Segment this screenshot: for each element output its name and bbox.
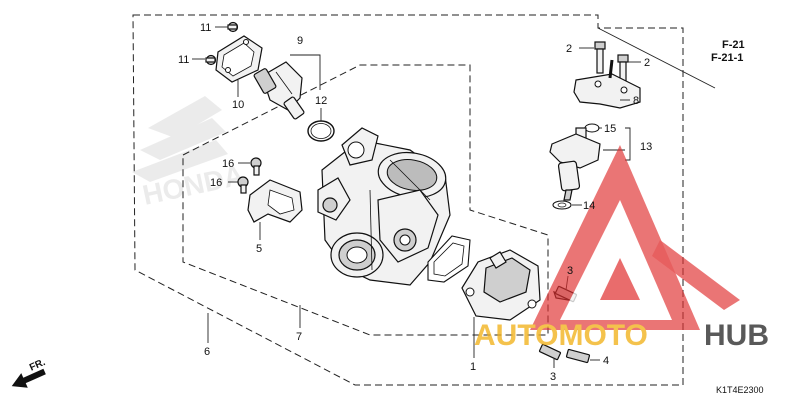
callout-15: 15 (604, 123, 616, 135)
callout-1: 1 (470, 361, 476, 373)
callout-7: 7 (296, 331, 302, 343)
watermark-triangle-inner (560, 200, 672, 320)
background-brand-logo: HONDA (132, 96, 247, 211)
callout-11b: 11 (178, 54, 189, 66)
arrow-icon (11, 368, 46, 388)
watermark-text-part2: HUB (704, 319, 769, 352)
callout-11a: 11 (200, 22, 211, 34)
ref-label-f21-1: F-21-1 (711, 52, 743, 64)
throttle-body (317, 127, 451, 286)
o-ring-12 (307, 108, 335, 142)
sensor-plate-10 (215, 35, 263, 97)
bolt-11-upper (215, 21, 239, 33)
callout-3b: 3 (550, 371, 556, 383)
bolt-2-left (579, 41, 606, 74)
callout-12: 12 (315, 95, 327, 107)
sensor-unit-1 (461, 249, 541, 358)
ref-leader (597, 27, 716, 89)
bracket-5 (247, 179, 303, 240)
diagram-code: K1T4E2300 (716, 385, 764, 395)
sensor-9 (253, 61, 305, 120)
callout-2a: 2 (566, 43, 572, 55)
bolt-11-lower (192, 54, 217, 66)
callout-2b: 2 (644, 57, 650, 69)
callout-14: 14 (583, 200, 595, 212)
callout-6: 6 (204, 346, 210, 358)
bolt-3-lower (538, 343, 562, 368)
assembly-boundary-7 (182, 64, 549, 336)
callout-3a: 3 (567, 265, 573, 277)
watermark: AUTOMOTO HUB (474, 145, 769, 352)
bracket-9-12 (290, 54, 321, 90)
front-direction-arrow: FR. (11, 357, 47, 388)
bolt-4 (565, 348, 600, 364)
gasket (427, 235, 471, 283)
seal-15 (584, 123, 602, 133)
callout-9: 9 (297, 35, 303, 47)
callout-8: 8 (633, 95, 639, 107)
callout-13: 13 (640, 141, 652, 153)
injector-13 (549, 127, 631, 201)
bolt-16-lower (228, 176, 249, 194)
bolt-16-upper (238, 157, 262, 176)
ref-label-f21: F-21 (722, 39, 745, 51)
callout-16a: 16 (222, 158, 234, 170)
holder-8 (573, 59, 641, 109)
assembly-boundary-6 (132, 14, 684, 386)
callout-10: 10 (232, 99, 244, 111)
watermark-text-part1: AUTOMOTO (474, 319, 648, 352)
seal-14 (552, 200, 582, 210)
callout-16b: 16 (210, 177, 222, 189)
callout-4: 4 (603, 355, 609, 367)
callout-5: 5 (256, 243, 262, 255)
